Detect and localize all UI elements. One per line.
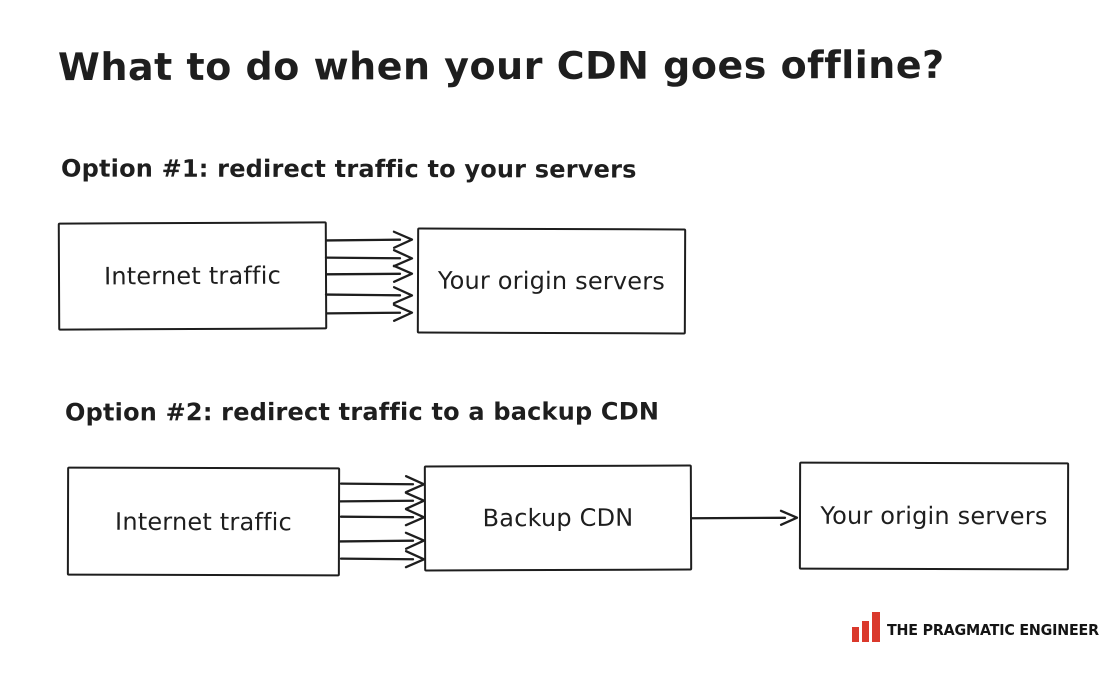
- node-label: Your origin servers: [437, 266, 666, 296]
- bar-chart-logo-icon: [852, 612, 880, 642]
- multi-arrow-icon: [338, 475, 426, 569]
- page-title: What to do when your CDN goes offline?: [57, 42, 945, 90]
- node-label: Internet traffic: [115, 507, 292, 536]
- node-label: Your origin servers: [820, 501, 1048, 531]
- option2-backup-cdn-box: Backup CDN: [423, 464, 693, 572]
- option1-your-origin-servers-box: Your origin servers: [416, 227, 687, 335]
- option1-internet-traffic-box: Internet traffic: [57, 221, 328, 331]
- option2-your-origin-servers-box: Your origin servers: [798, 461, 1070, 571]
- node-label: Backup CDN: [482, 503, 634, 533]
- option2-internet-traffic-box: Internet traffic: [66, 466, 341, 577]
- node-label: Internet traffic: [104, 261, 281, 291]
- multi-arrow-icon: [324, 230, 414, 322]
- option-2-label: Option #2: redirect traffic to a backup …: [64, 397, 660, 427]
- pragmatic-engineer-logo: THE PRAGMATIC ENGINEER: [852, 612, 1100, 642]
- option-1-label: Option #1: redirect traffic to your serv…: [60, 154, 637, 184]
- arrow-icon: [690, 509, 799, 526]
- logo-text: THE PRAGMATIC ENGINEER: [887, 621, 1099, 639]
